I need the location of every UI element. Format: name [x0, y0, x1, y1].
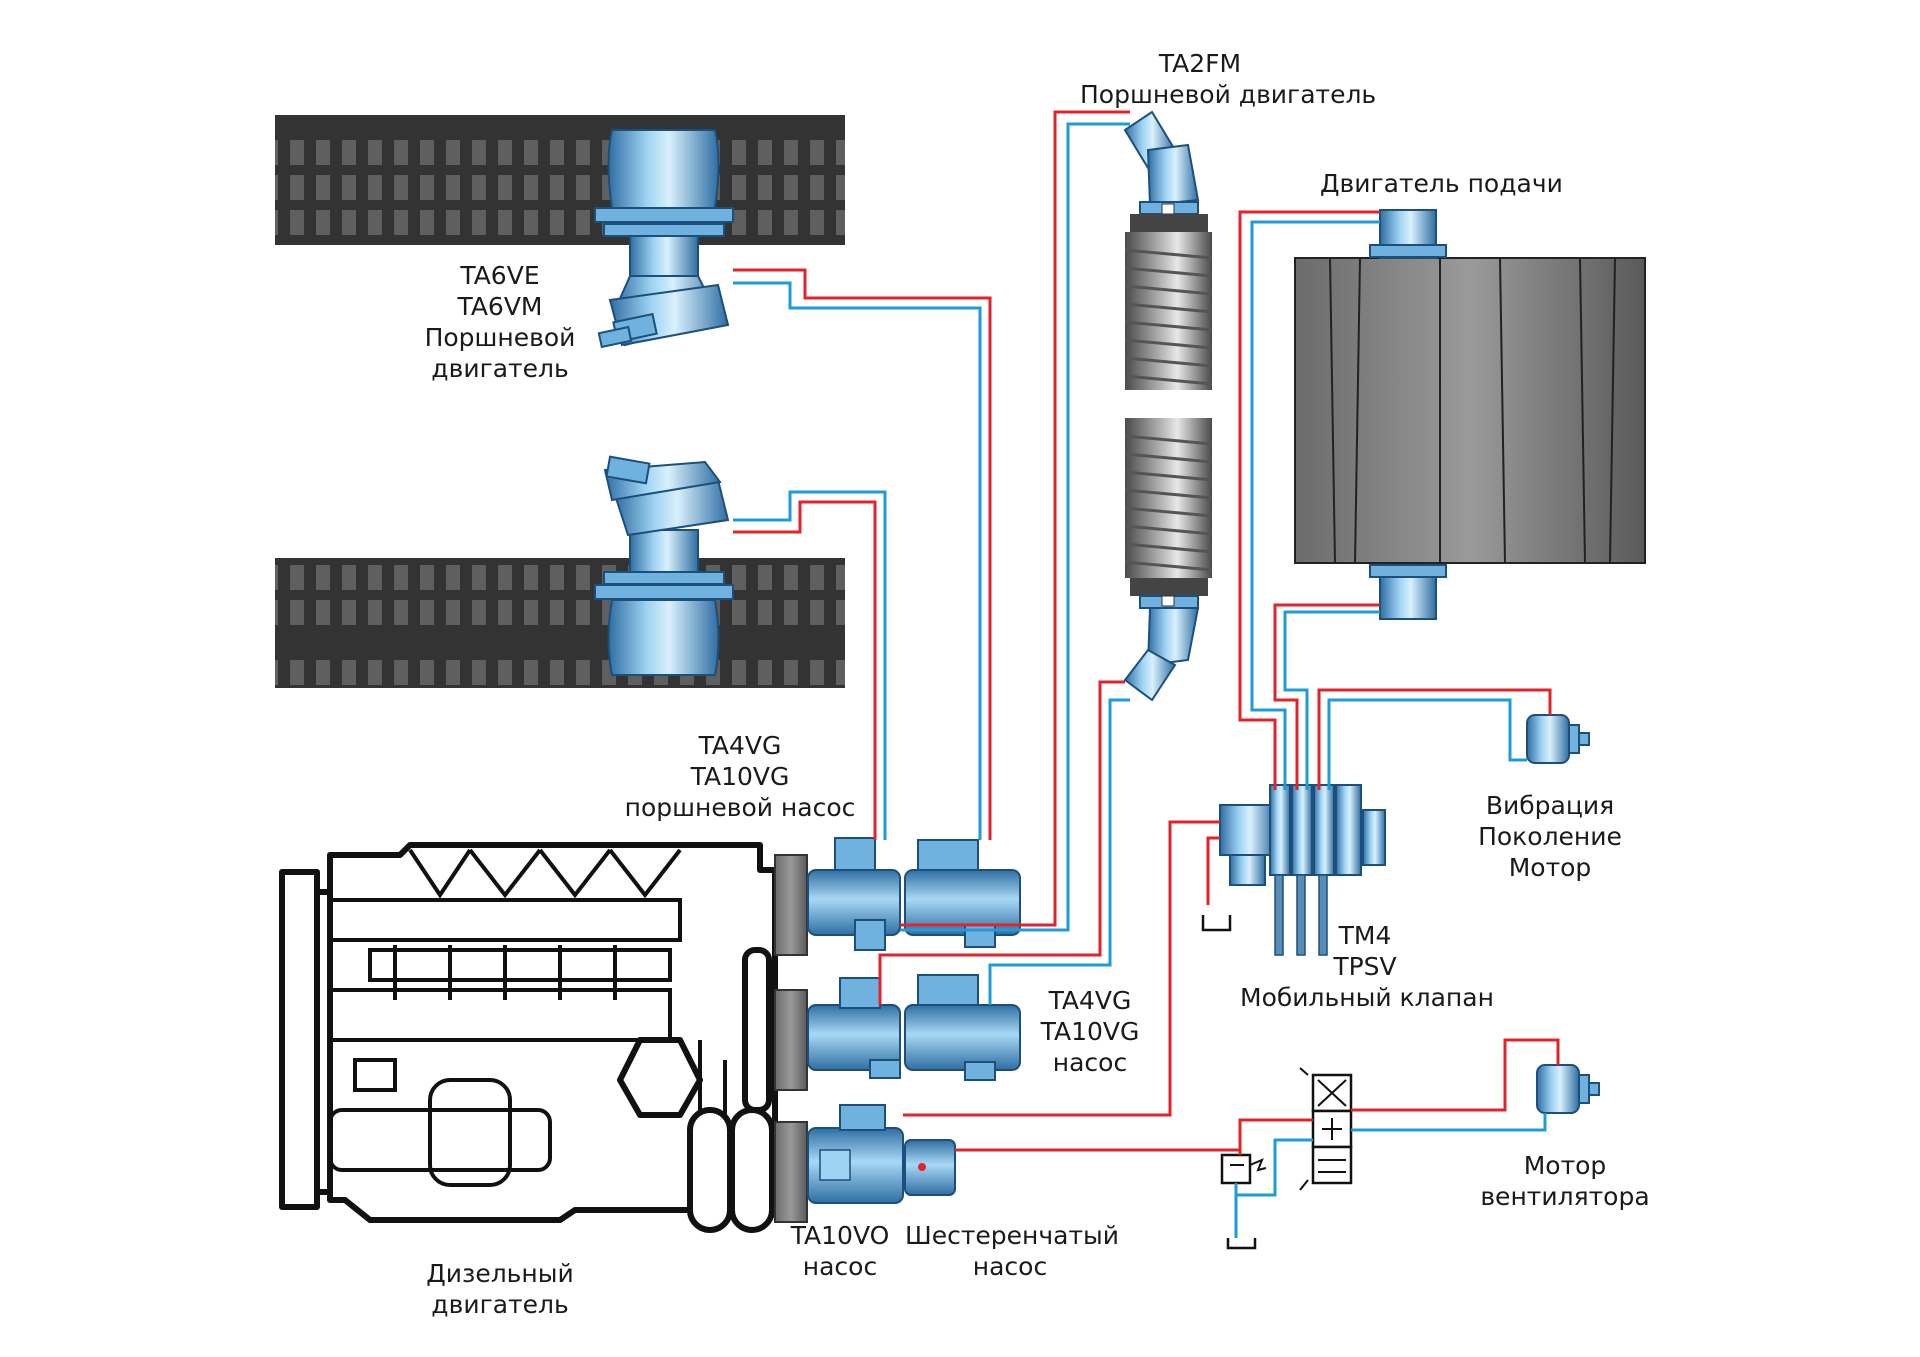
label-ta10vo-line2: насос	[802, 1252, 878, 1281]
label-ta6-line3: Поршневой	[424, 323, 576, 352]
directional-valve-symbol	[1299, 1067, 1353, 1191]
gear-pump	[904, 1139, 956, 1196]
drum-upper	[1124, 214, 1213, 390]
label-fan-motor-line2: вентилятора	[1480, 1182, 1650, 1211]
label-diesel-line1: Дизельный	[426, 1259, 574, 1288]
label-fan-motor-line1: Мотор	[1523, 1151, 1607, 1180]
label-pump-upper-line2: TA10VG	[690, 762, 790, 791]
label-pump-upper-line1: TA4VG	[698, 731, 782, 760]
label-valve-line3: Мобильный клапан	[1240, 983, 1494, 1012]
drum-lower	[1124, 418, 1213, 596]
vibration-motor	[1526, 714, 1590, 764]
ta2fm-piston-motor-bottom	[1123, 595, 1200, 702]
feed-motor-top	[1369, 209, 1447, 259]
label-pump-lower: TA4VG TA10VG насос	[1020, 985, 1160, 1078]
label-diesel-line2: двигатель	[431, 1290, 569, 1319]
pump-coupling-lower	[774, 1121, 808, 1223]
label-vibration-line2: Поколение	[1478, 822, 1622, 851]
fan-motor	[1536, 1064, 1600, 1114]
label-pump-upper: TA4VG TA10VG поршневой насос	[610, 730, 870, 823]
ta6-piston-motor-lower	[594, 455, 734, 676]
label-gear-pump: Шестеренчатый насос	[905, 1220, 1120, 1282]
label-diesel: Дизельный двигатель	[410, 1258, 590, 1320]
label-gear-pump-line2: насос	[972, 1252, 1048, 1281]
label-vibration-line3: Мотор	[1508, 853, 1592, 882]
label-ta6-line4: двигатель	[431, 354, 569, 383]
label-vibration-line1: Вибрация	[1485, 791, 1615, 820]
label-pump-lower-line1: TA4VG	[1048, 986, 1132, 1015]
ta4vg-pump-2	[904, 839, 1021, 948]
pump-coupling-middle	[774, 989, 808, 1091]
tm4-mobile-valve	[1219, 784, 1386, 956]
hydraulic-lines	[733, 110, 1560, 1238]
label-ta6: TA6VE TA6VM Поршневой двигатель	[410, 260, 590, 384]
ta4vg-pump-4	[904, 974, 1021, 1081]
crusher-box	[1294, 257, 1646, 564]
label-valve-line1: TM4	[1338, 921, 1392, 950]
label-ta2fm: TA2FM Поршневой двигатель	[1080, 48, 1377, 110]
label-ta10vo: TA10VO насос	[780, 1220, 900, 1282]
relief-valve-symbol	[1220, 1153, 1267, 1185]
label-valve: TM4 TPSV Мобильный клапан	[1240, 920, 1494, 1013]
ta6-piston-motor-upper	[594, 129, 734, 349]
label-valve-line2: TPSV	[1333, 952, 1397, 981]
fan-tank-symbol	[1226, 1238, 1257, 1250]
label-pump-lower-line3: насос	[1052, 1048, 1128, 1077]
label-feed-motor: Двигатель подачи	[1320, 168, 1563, 199]
ta4vg-pump-3	[807, 977, 901, 1079]
lower-track	[275, 558, 845, 688]
label-gear-pump-line1: Шестеренчатый	[905, 1221, 1120, 1250]
label-ta10vo-line1: TA10VO	[790, 1221, 890, 1250]
label-pump-upper-line3: поршневой насос	[624, 793, 856, 822]
diesel-engine	[279, 842, 778, 1233]
label-feed-motor-line1: Двигатель подачи	[1320, 169, 1563, 198]
valve-tank-symbol	[1201, 915, 1232, 932]
label-ta6-line2: TA6VM	[457, 292, 543, 321]
ta2fm-piston-motor-top	[1123, 110, 1200, 215]
label-ta6-line1: TA6VE	[460, 261, 540, 290]
label-pump-lower-line2: TA10VG	[1040, 1017, 1140, 1046]
label-fan-motor: Мотор вентилятора	[1480, 1150, 1650, 1212]
pump-coupling-upper	[774, 854, 808, 956]
upper-track	[275, 115, 845, 245]
label-vibration: Вибрация Поколение Мотор	[1470, 790, 1630, 883]
ta10vo-pump	[807, 1104, 904, 1204]
label-ta2fm-line1: TA2FM	[1158, 49, 1242, 78]
label-ta2fm-line2: Поршневой двигатель	[1080, 80, 1377, 109]
feed-motor-bottom	[1369, 564, 1447, 620]
ta4vg-pump-1	[807, 837, 901, 951]
